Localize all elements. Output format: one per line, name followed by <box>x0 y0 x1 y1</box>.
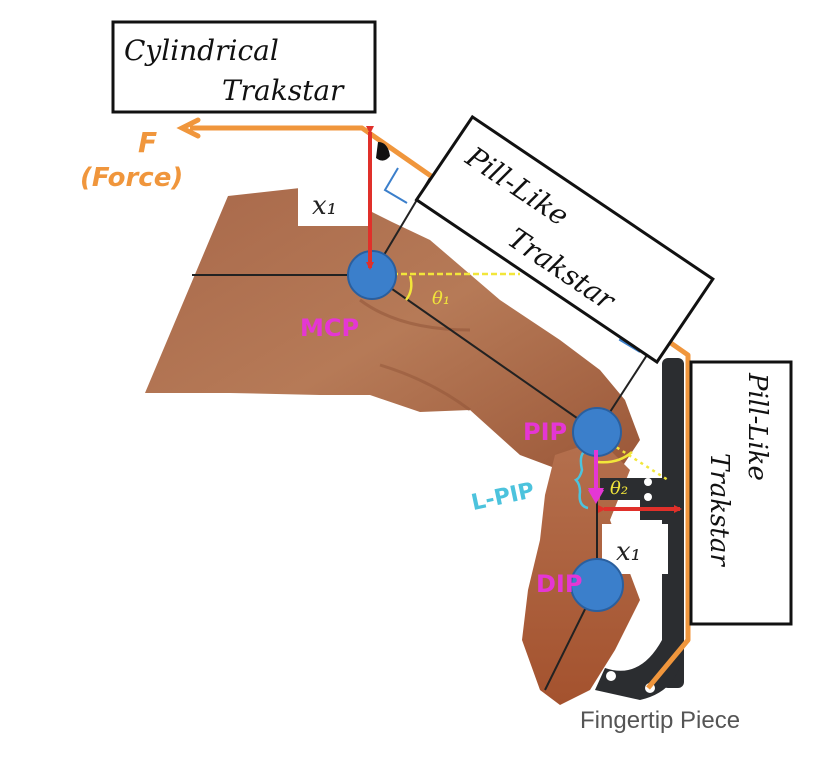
pill-like-trakstar-side-box: Pill-Like Trakstar <box>689 360 793 626</box>
x1-side-label: x₁ <box>616 537 641 567</box>
cylindrical-trakstar-line2: Trakstar <box>222 74 345 107</box>
force-arrow <box>176 117 201 139</box>
pill-like-side-line1: Pill-Like <box>742 372 772 481</box>
theta1-label: θ₁ <box>432 288 450 309</box>
dip-label: DIP <box>536 570 582 598</box>
pip-joint <box>572 407 622 457</box>
force-label-f: F <box>138 126 157 159</box>
theta2-annotation: θ₂ <box>597 438 669 499</box>
l-pip-label: L-PIP <box>469 478 536 516</box>
x1-top-box: x₁ <box>298 186 368 226</box>
theta1-annotation: θ₁ <box>392 272 520 309</box>
cylindrical-trakstar-line1: Cylindrical <box>124 34 279 67</box>
theta2-label: θ₂ <box>610 478 628 499</box>
mcp-label: MCP <box>300 314 359 342</box>
fingertip-piece-caption: Fingertip Piece <box>580 707 740 734</box>
dip-joint <box>570 558 624 612</box>
cable-anchor <box>376 142 390 161</box>
tendon-cable <box>190 125 691 690</box>
x1-top-label: x₁ <box>312 191 337 221</box>
force-label-text: (Force) <box>80 163 183 193</box>
pip-label: PIP <box>523 418 567 446</box>
pill-like-side-line2: Trakstar <box>704 453 734 567</box>
joints <box>347 250 624 612</box>
hand-back <box>145 188 640 480</box>
cylindrical-trakstar-box: Cylindrical Trakstar <box>111 20 377 114</box>
l-pip-brace <box>573 448 589 510</box>
